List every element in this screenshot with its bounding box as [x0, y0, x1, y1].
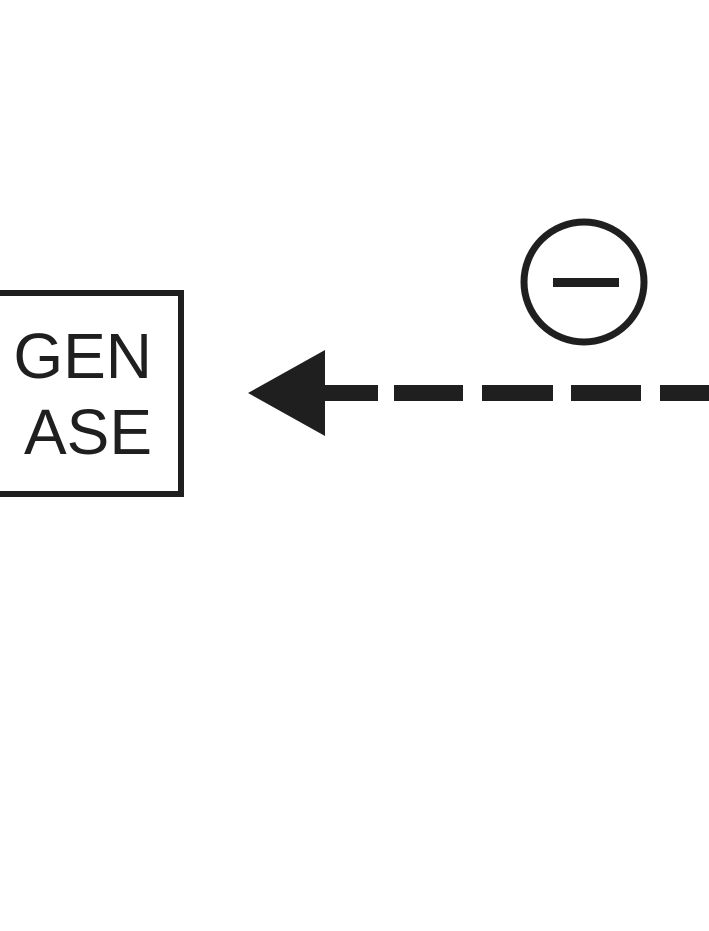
enzyme-node-label-line-1: GEN [13, 320, 152, 392]
dash-segment [571, 385, 641, 401]
minus-circle-outline [520, 218, 648, 346]
minus-circle-icon [520, 218, 648, 346]
enzyme-node-label: GEN ASE [13, 318, 152, 470]
enzyme-node-label-line-2: ASE [23, 396, 152, 468]
dashed-inhibition-connector [322, 385, 709, 401]
enzyme-node-box: GEN ASE [0, 290, 184, 497]
arrowhead-icon [248, 350, 325, 436]
dash-segment [322, 385, 378, 401]
dash-segment [482, 385, 553, 401]
dash-segment [660, 385, 709, 401]
dash-segment [394, 385, 463, 401]
minus-icon [553, 278, 619, 287]
